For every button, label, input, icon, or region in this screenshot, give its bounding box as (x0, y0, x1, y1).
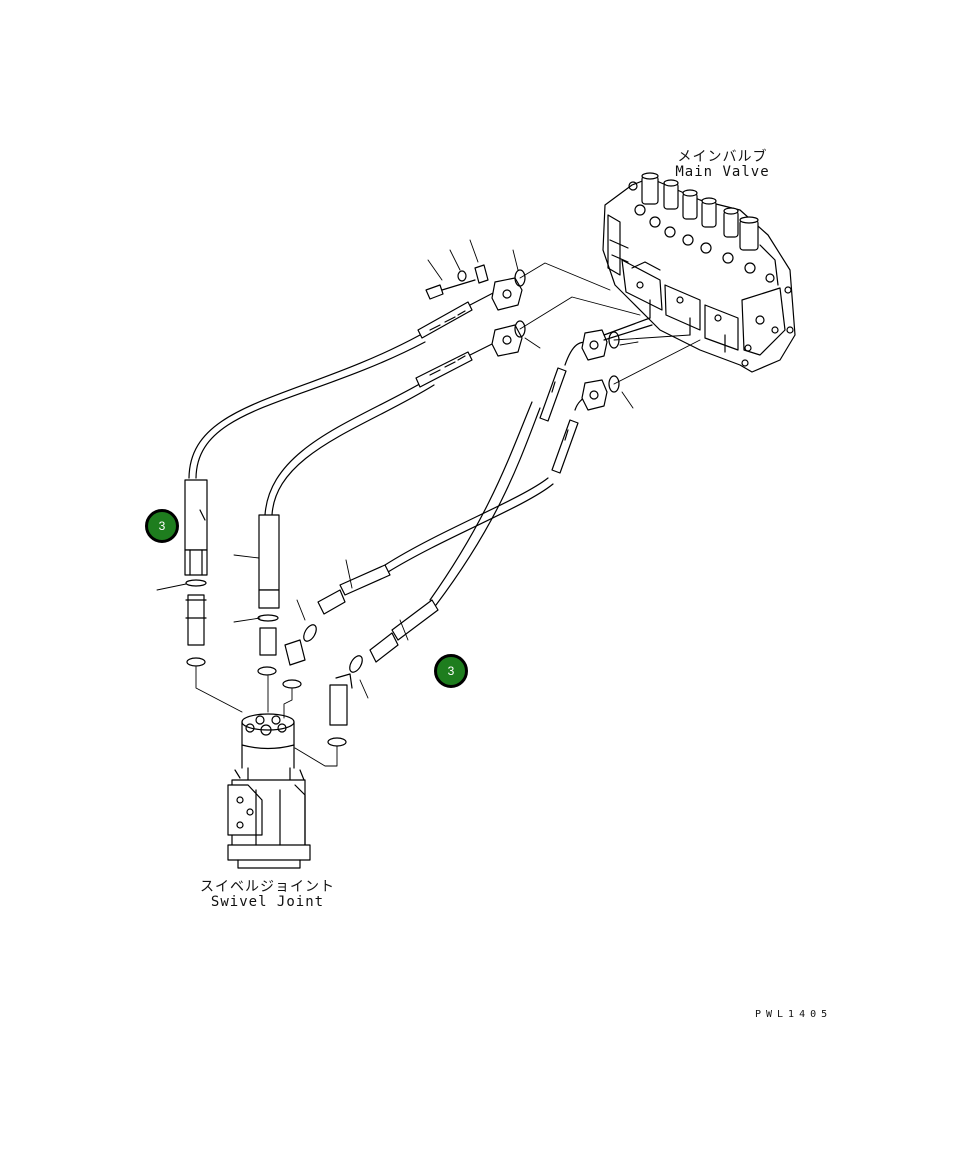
drawing-code: PWL1405 (755, 1009, 833, 1020)
flange-fittings (425, 264, 653, 411)
callout-3-lower[interactable]: 3 (434, 654, 468, 688)
hose-3 (282, 395, 601, 689)
main-valve-label-en: Main Valve (675, 164, 770, 180)
main-valve-label-ja: メインバルブ (677, 149, 768, 165)
callout-3-upper[interactable]: 3 (145, 509, 179, 543)
swivel-joint (227, 713, 311, 869)
hose-1 (184, 291, 496, 667)
hose-4 (327, 341, 593, 747)
hose-2 (257, 341, 497, 676)
swivel-joint-label: スイベルジョイント Swivel Joint (200, 880, 335, 910)
main-valve (602, 172, 796, 373)
leader-lines (156, 239, 701, 767)
main-valve-label: メインバルブ Main Valve (670, 150, 775, 180)
swivel-joint-label-en: Swivel Joint (210, 894, 325, 910)
swivel-joint-label-ja: スイベルジョイント (200, 879, 335, 895)
